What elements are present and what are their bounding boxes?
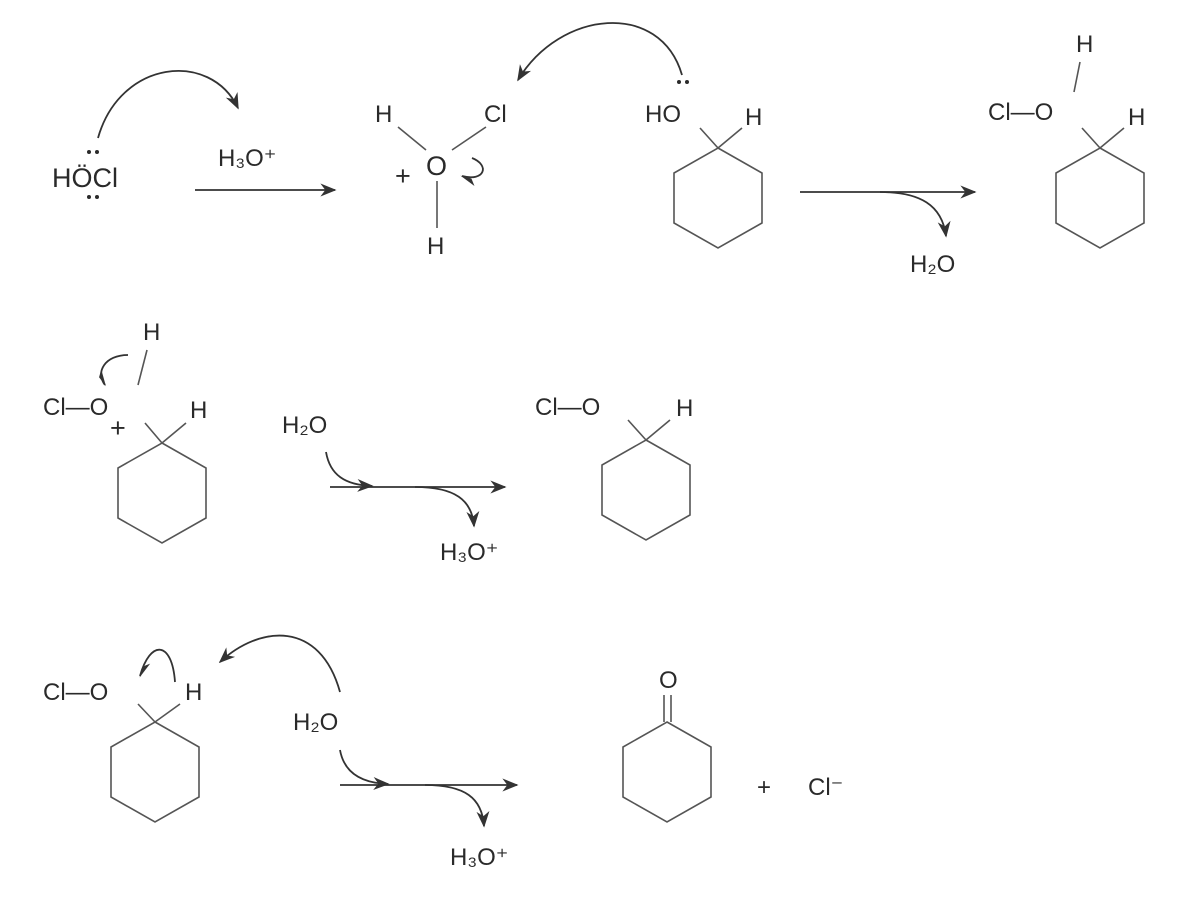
positive-charge: + xyxy=(395,161,411,191)
product-h-label: H xyxy=(676,395,693,422)
bond xyxy=(699,127,719,149)
cyclohexane-ring xyxy=(1055,147,1145,249)
cyclohexanone-ring xyxy=(622,721,712,823)
bond xyxy=(451,126,487,151)
bond xyxy=(1099,127,1125,149)
lone-pair-dot xyxy=(677,80,681,84)
lone-pair-dot xyxy=(87,150,91,154)
bond xyxy=(645,419,671,441)
curved-electron-arrow xyxy=(99,354,129,387)
lone-pair-dot xyxy=(95,195,99,199)
ketone-o-label: O xyxy=(659,667,678,694)
cyclohexane-ring xyxy=(110,721,200,823)
oxonium-o-label: O xyxy=(426,151,447,181)
water-base-label: H₂O xyxy=(293,709,338,736)
bond xyxy=(627,419,647,441)
product-h-label: H xyxy=(1128,104,1145,131)
water-byproduct-label: H₂O xyxy=(910,251,955,278)
lone-pair-dot xyxy=(685,80,689,84)
bond xyxy=(144,422,163,444)
positive-charge: + xyxy=(110,413,126,443)
bond xyxy=(137,349,148,386)
cyclohexane-ring xyxy=(673,147,763,249)
bond xyxy=(1081,127,1101,149)
oxonium-cl-label: Cl xyxy=(484,101,507,128)
hydronium-byproduct-label: H₃O⁺ xyxy=(440,539,498,566)
curved-reagent-arrow xyxy=(325,451,374,492)
hydroxyl-label: HO xyxy=(645,101,681,128)
lone-pair-dot xyxy=(95,150,99,154)
reactant-h-label: H xyxy=(185,679,202,706)
curved-reagent-arrow xyxy=(339,749,390,790)
product-h-top-label: H xyxy=(1076,31,1093,58)
curved-byproduct-arrow xyxy=(424,784,490,828)
bond xyxy=(397,126,427,151)
oxonium-h-label: H xyxy=(375,101,392,128)
plus-sign: + xyxy=(757,774,771,801)
alcohol-h-label: H xyxy=(745,104,762,131)
hypochlorous-acid-label: HÖCl xyxy=(52,163,118,193)
cyclohexane-ring xyxy=(117,442,207,544)
curved-electron-arrow xyxy=(97,70,239,139)
curved-electron-arrow xyxy=(517,22,683,82)
chloride-label: Cl⁻ xyxy=(808,774,843,801)
bond xyxy=(1073,61,1081,93)
curved-byproduct-arrow xyxy=(879,191,951,238)
water-base-label: H₂O xyxy=(282,412,327,439)
curved-byproduct-arrow xyxy=(414,486,480,528)
lone-pair-dot xyxy=(87,195,91,199)
reactant-clo-label: Cl—O xyxy=(43,679,108,706)
bond xyxy=(154,703,181,723)
curved-electron-arrow xyxy=(139,648,176,683)
oxonium-h-bottom-label: H xyxy=(427,233,444,260)
reactant-clo-label: Cl—O xyxy=(43,394,108,421)
product-clo-label: Cl—O xyxy=(988,99,1053,126)
step-1: HÖCl H₃O⁺ H Cl O + H HO H H₂O H Cl—O H xyxy=(52,22,1145,278)
cyclohexane-ring xyxy=(601,439,691,541)
hydronium-byproduct-label: H₃O⁺ xyxy=(450,844,508,871)
curved-electron-arrow xyxy=(460,157,484,186)
curved-electron-arrow xyxy=(218,634,341,693)
bond xyxy=(717,127,743,149)
product-clo-label: Cl—O xyxy=(535,394,600,421)
step-2: H Cl—O + H H₂O H₃O⁺ Cl—O H xyxy=(43,319,693,566)
reactant-h-top-label: H xyxy=(143,319,160,346)
catalyst-label: H₃O⁺ xyxy=(218,145,276,172)
reactant-h-label: H xyxy=(190,397,207,424)
bond xyxy=(137,703,156,723)
bond xyxy=(161,422,187,444)
step-3: Cl—O H H₂O H₃O⁺ O + Cl⁻ xyxy=(43,634,843,871)
